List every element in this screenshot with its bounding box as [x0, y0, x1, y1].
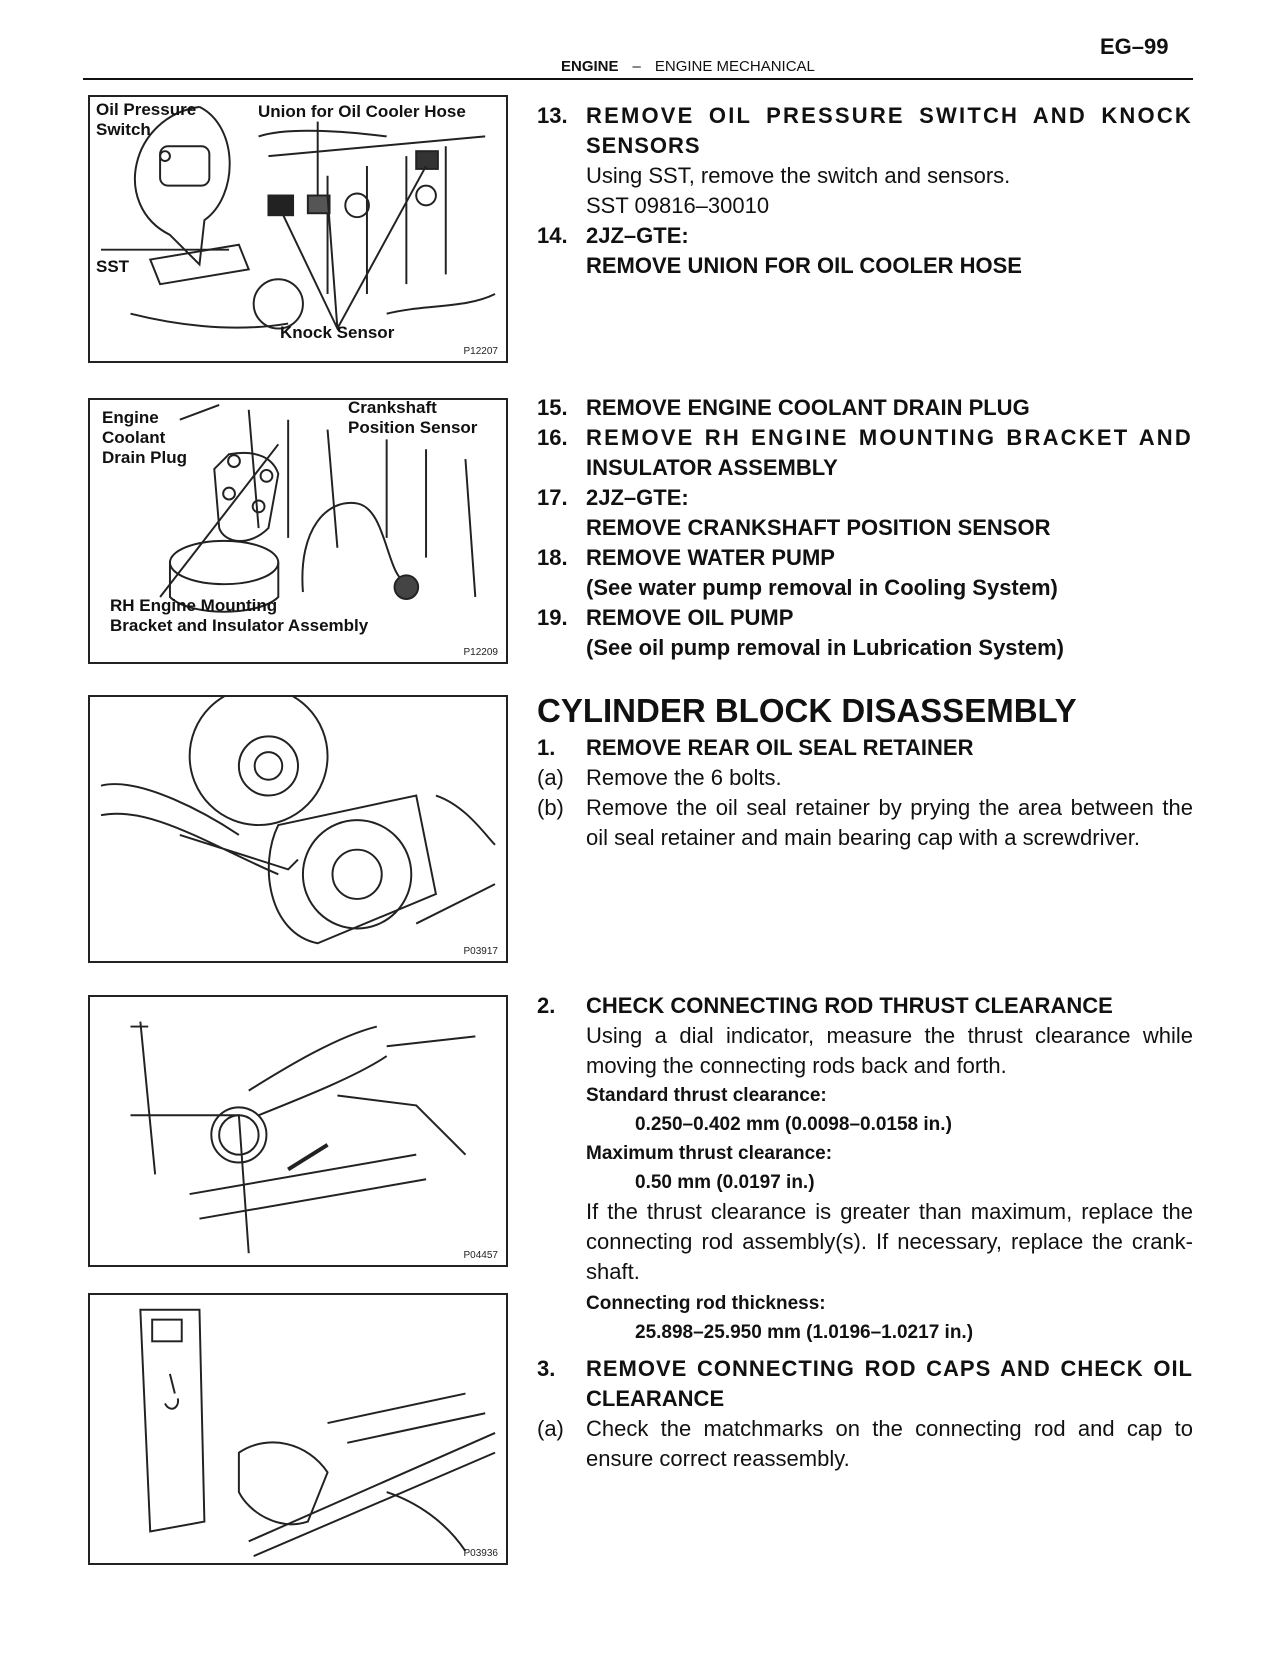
label-crankshaft: Crankshaft [348, 398, 437, 417]
step-title-line: SENSORS [586, 133, 701, 158]
steps-13-14: 13. REMOVE OIL PRESSURE SWITCH AND KNOCK… [537, 101, 1193, 281]
step-number: 18. [537, 545, 568, 570]
header-subsection: ENGINE MECHANICAL [654, 58, 815, 75]
label-bracket-insulator: Bracket and Insulator Assembly [110, 616, 369, 635]
label-sst: SST [96, 257, 130, 276]
substep-mark: (a) [537, 1416, 564, 1441]
engine-illustration [100, 105, 496, 331]
step-reference: (See oil pump removal in Lubrication Sys… [586, 635, 1064, 660]
figure-connecting-rod-cap: P03936 [88, 1293, 508, 1565]
running-header: ENGINE–ENGINE MECHANICAL [561, 58, 815, 75]
label-union-oil-cooler-hose: Union for Oil Cooler Hose [258, 102, 466, 121]
step-13-body: Using SST, remove the switch and sensors… [537, 161, 1193, 221]
step-number: 15. [537, 395, 568, 420]
substep-text: Remove the oil seal retainer by prying t… [586, 795, 1193, 850]
step-number: 17. [537, 485, 568, 510]
step-title-line: REMOVE ENGINE COOLANT DRAIN PLUG [586, 395, 1030, 420]
step-number: 19. [537, 605, 568, 630]
page-number: EG–99 [1100, 34, 1169, 59]
step-title-line: REMOVE WATER PUMP [586, 545, 835, 570]
disassembly-step-2: 2. CHECK CONNECTING ROD THRUST CLEARANCE… [537, 991, 1193, 1347]
step-2-title-row: 2. CHECK CONNECTING ROD THRUST CLEARANCE [537, 991, 1193, 1021]
substep-text: Remove the 6 bolts. [586, 765, 782, 790]
step-body: Using a dial indicator, measure the thru… [586, 1023, 1193, 1078]
header-rule [83, 78, 1193, 80]
figure-code: P04457 [463, 1250, 498, 1261]
label-rh-engine-mounting: RH Engine Mounting [110, 596, 278, 615]
figure-code: P03936 [463, 1548, 498, 1559]
step-title-line: REMOVE OIL PRESSURE SWITCH AND KNOCK [586, 103, 1193, 128]
step-title-line: INSULATOR ASSEMBLY [586, 455, 838, 480]
step-title: REMOVE REAR OIL SEAL RETAINER [586, 735, 974, 760]
figure-oil-pressure-switch: Oil Pressure Switch Union for Oil Cooler… [88, 95, 508, 363]
spec-label: Maximum thrust clearance: [586, 1143, 833, 1164]
label-drain-plug: Drain Plug [102, 448, 188, 467]
section-title: CYLINDER BLOCK DISASSEMBLY [537, 692, 1077, 729]
spec-value: 0.50 mm (0.0197 in.) [635, 1172, 815, 1193]
substep-b: (b) Remove the oil seal retainer by pryi… [537, 793, 1193, 853]
disassembly-step-1: 1. REMOVE REAR OIL SEAL RETAINER (a) Rem… [537, 733, 1193, 853]
engine-illustration [100, 697, 496, 945]
figure-code: P12209 [463, 647, 498, 658]
substep-a: (a) Remove the 6 bolts. [537, 763, 1193, 793]
step-title-line: REMOVE RH ENGINE MOUNTING BRACKET AND [586, 425, 1193, 450]
header-section: ENGINE [561, 58, 619, 75]
step-title-line: REMOVE UNION FOR OIL COOLER HOSE [586, 253, 1022, 278]
disassembly-step-3: 3. REMOVE CONNECTING ROD CAPS AND CHECK … [537, 1354, 1193, 1474]
spec-label: Connecting rod thickness: [586, 1293, 826, 1314]
step-number: 13. [537, 103, 568, 128]
step-reference: (See water pump removal in Cooling Syste… [586, 575, 1058, 600]
spec-value: 0.250–0.402 mm (0.0098–0.0158 in.) [635, 1114, 952, 1135]
step-title-line: 2JZ–GTE: [586, 485, 689, 510]
step-18: 18. REMOVE WATER PUMP (See water pump re… [537, 543, 1193, 603]
figure-code: P12207 [463, 346, 498, 357]
step-16: 16. REMOVE RH ENGINE MOUNTING BRACKET AN… [537, 423, 1193, 483]
engine-illustration [159, 404, 477, 613]
step-number: 2. [537, 993, 556, 1018]
figure-code: P03917 [463, 946, 498, 957]
step-title-line: REMOVE CONNECTING ROD CAPS AND CHECK OIL [586, 1356, 1193, 1381]
substep-a: (a) Check the matchmarks on the connecti… [537, 1414, 1193, 1474]
step-15: 15. REMOVE ENGINE COOLANT DRAIN PLUG [537, 393, 1193, 423]
step-1-title-row: 1. REMOVE REAR OIL SEAL RETAINER [537, 733, 1193, 763]
figure-rear-oil-seal-retainer: P03917 [88, 695, 508, 963]
figure-coolant-drain-plug: Engine Coolant Drain Plug Crankshaft Pos… [88, 398, 508, 664]
step-number: 3. [537, 1356, 556, 1381]
label-switch: Switch [96, 120, 151, 139]
spec-label: Standard thrust clearance: [586, 1085, 827, 1106]
step-number: 16. [537, 425, 568, 450]
substep-text: Check the matchmarks on the connecting r… [586, 1416, 1193, 1471]
spec-value: 25.898–25.950 mm (1.0196–1.0217 in.) [635, 1322, 974, 1343]
label-knock-sensor: Knock Sensor [280, 323, 395, 342]
substep-mark: (a) [537, 765, 564, 790]
sst-number: SST 09816–30010 [586, 193, 770, 218]
engine-illustration [139, 1308, 496, 1558]
step-body-text: Using SST, remove the switch and sensors… [586, 163, 1011, 188]
step-title-line: 2JZ–GTE: [586, 223, 689, 248]
steps-15-19: 15. REMOVE ENGINE COOLANT DRAIN PLUG 16.… [537, 393, 1193, 663]
step-title-line: CLEARANCE [586, 1386, 725, 1411]
label-oil-pressure: Oil Pressure [96, 100, 197, 119]
step-17: 17. 2JZ–GTE: REMOVE CRANKSHAFT POSITION … [537, 483, 1193, 543]
step-number: 1. [537, 735, 556, 760]
step-title: CHECK CONNECTING ROD THRUST CLEARANCE [586, 993, 1113, 1018]
step-14: 14. 2JZ–GTE: REMOVE UNION FOR OIL COOLER… [537, 221, 1193, 281]
step-title-line: REMOVE CRANKSHAFT POSITION SENSOR [586, 515, 1051, 540]
step-13: 13. REMOVE OIL PRESSURE SWITCH AND KNOCK… [537, 101, 1193, 161]
step-3-title-row: 3. REMOVE CONNECTING ROD CAPS AND CHECK … [537, 1354, 1193, 1414]
engine-illustration [130, 1021, 476, 1254]
label-position-sensor: Position Sensor [348, 418, 478, 437]
header-separator: – [632, 58, 641, 75]
figure-dial-indicator: P04457 [88, 995, 508, 1267]
step-title-line: REMOVE OIL PUMP [586, 605, 794, 630]
label-engine: Engine [102, 408, 159, 427]
substep-mark: (b) [537, 795, 564, 820]
label-coolant: Coolant [102, 428, 166, 447]
step-19: 19. REMOVE OIL PUMP (See oil pump remova… [537, 603, 1193, 663]
step-body: If the thrust clearance is greater than … [586, 1199, 1193, 1284]
step-number: 14. [537, 223, 568, 248]
